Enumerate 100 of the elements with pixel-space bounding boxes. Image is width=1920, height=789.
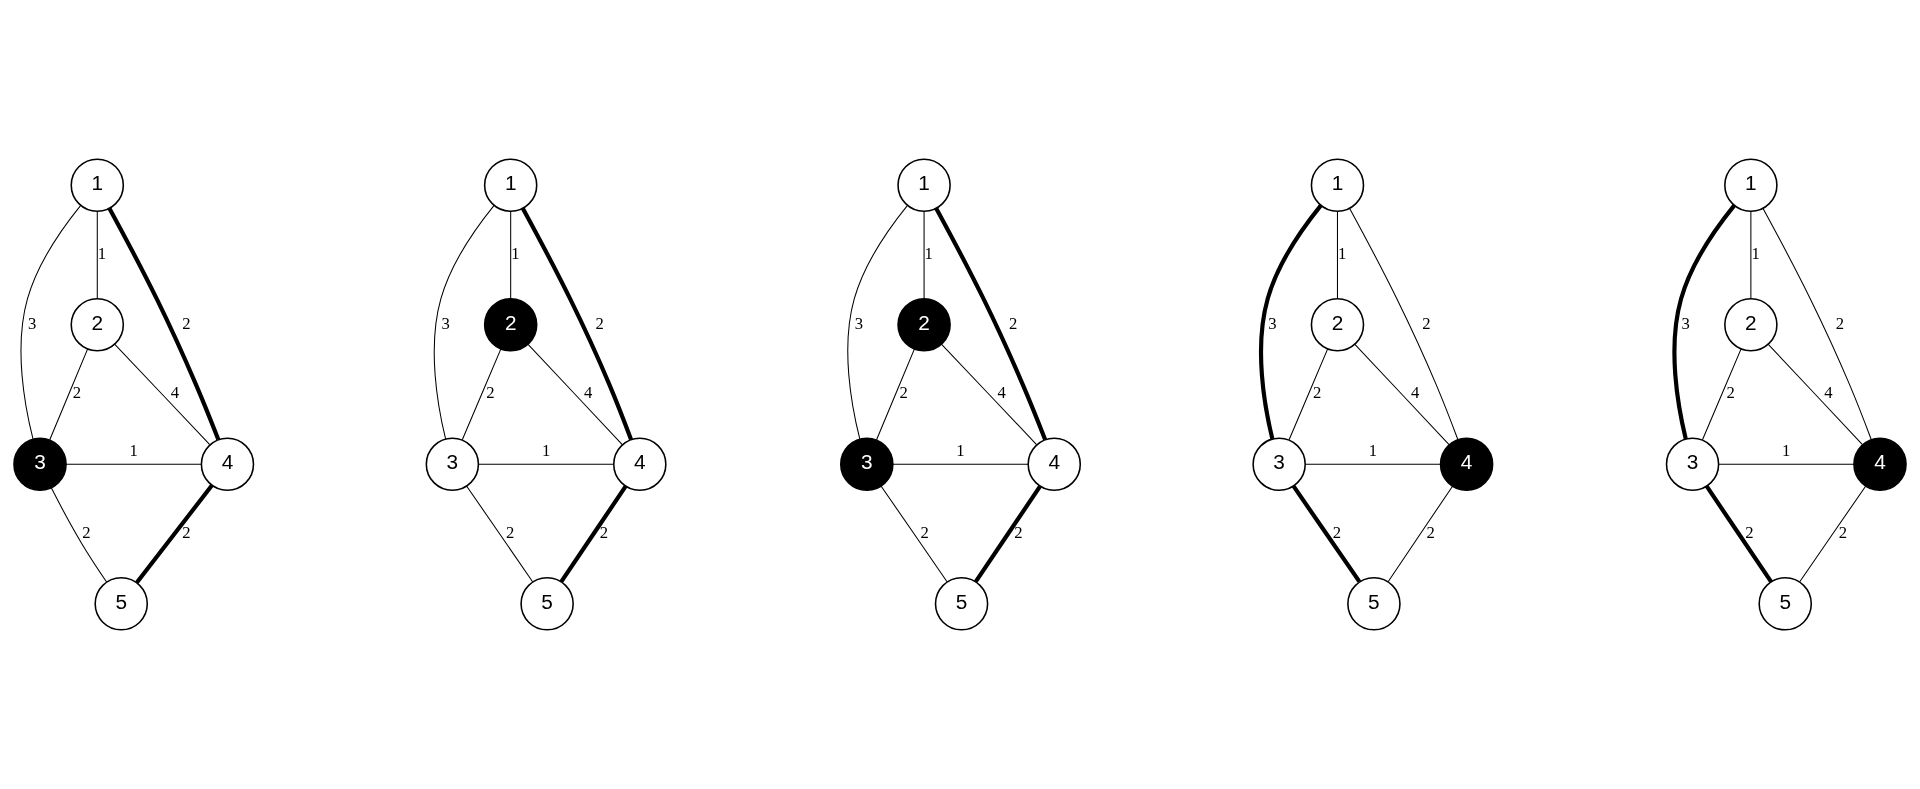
node-circle: 4 xyxy=(1027,437,1082,492)
edge-label: 2 xyxy=(899,383,908,403)
edge-label: 2 xyxy=(599,522,609,542)
connector xyxy=(1288,348,1329,441)
edge-label: 4 xyxy=(1824,383,1833,403)
connector xyxy=(1762,207,1872,440)
connector xyxy=(527,343,623,446)
connector xyxy=(1258,204,1323,440)
edge-label: 2 xyxy=(72,383,82,403)
connector xyxy=(1387,485,1454,583)
connector xyxy=(847,204,909,440)
edge-label: 2 xyxy=(82,522,91,542)
node-circle: 3 xyxy=(13,437,67,492)
node-circle: 5 xyxy=(1758,577,1813,631)
node-circle: 1 xyxy=(897,158,951,212)
edge-label: 4 xyxy=(584,383,593,403)
edge-label: 1 xyxy=(1337,243,1347,263)
edge-label: 1 xyxy=(97,243,107,263)
edge-label: 2 xyxy=(505,522,515,542)
edge-label: 3 xyxy=(28,313,37,333)
connector xyxy=(1702,348,1742,441)
edge-label: 2 xyxy=(1008,313,1018,333)
node-circle: 5 xyxy=(94,577,149,631)
connector xyxy=(1704,485,1773,583)
edge-label: 3 xyxy=(1268,313,1277,333)
connector xyxy=(135,484,214,585)
connector xyxy=(20,204,82,440)
node-circle: 1 xyxy=(1724,158,1778,212)
connector xyxy=(974,485,1042,583)
connector xyxy=(1349,207,1459,440)
connector xyxy=(1304,463,1441,465)
node-circle: 2 xyxy=(897,297,951,352)
edge-label: 2 xyxy=(1726,383,1735,403)
edge-label: 2 xyxy=(1745,522,1754,542)
node-circle: 2 xyxy=(1724,297,1778,352)
connector xyxy=(1718,463,1855,465)
edge-label: 2 xyxy=(920,522,929,542)
edge-label: 1 xyxy=(511,243,520,263)
edge-label: 2 xyxy=(486,383,495,403)
connector xyxy=(466,485,534,583)
edge-label: 3 xyxy=(854,313,864,333)
node-circle: 5 xyxy=(934,577,989,631)
connector xyxy=(892,463,1029,465)
node-circle: 1 xyxy=(483,158,538,212)
connector xyxy=(461,348,502,441)
connector xyxy=(50,487,108,583)
edge-label: 1 xyxy=(1782,440,1791,460)
connector xyxy=(934,207,1048,441)
edge-label: 1 xyxy=(1751,243,1760,263)
edge-label: 2 xyxy=(182,522,191,542)
connector xyxy=(49,348,89,441)
node-circle: 1 xyxy=(1310,158,1365,212)
connector xyxy=(1799,485,1867,583)
edge-label: 2 xyxy=(1422,313,1431,333)
edge-label: 1 xyxy=(541,440,551,460)
edge-label: 1 xyxy=(1368,440,1378,460)
connector xyxy=(880,485,948,583)
edge-label: 4 xyxy=(997,383,1006,403)
connector xyxy=(923,210,925,300)
connector xyxy=(510,210,512,300)
connector xyxy=(433,204,495,440)
connector xyxy=(1354,343,1450,446)
connector xyxy=(1291,485,1362,583)
edge-label: 2 xyxy=(1426,522,1435,542)
node-circle: 2 xyxy=(70,297,125,352)
edge-label: 1 xyxy=(924,243,933,263)
node-circle: 3 xyxy=(1665,437,1720,492)
node-circle: 1 xyxy=(70,158,125,212)
edge-label: 2 xyxy=(1332,522,1342,542)
node-circle: 4 xyxy=(1853,437,1907,492)
node-circle: 3 xyxy=(425,437,480,492)
node-circle: 4 xyxy=(1439,437,1494,492)
edge-label: 3 xyxy=(441,313,450,333)
node-circle: 5 xyxy=(1347,577,1401,631)
edge-label: 4 xyxy=(1410,383,1420,403)
edge-label: 2 xyxy=(595,313,604,333)
edge-label: 3 xyxy=(1681,313,1690,333)
edge-label: 1 xyxy=(956,440,965,460)
node-circle: 5 xyxy=(520,577,574,631)
edge-label: 2 xyxy=(1838,522,1848,542)
connector xyxy=(521,207,633,441)
node-circle: 4 xyxy=(613,437,667,492)
edge-label: 2 xyxy=(1014,522,1023,542)
connector xyxy=(107,207,221,441)
node-circle: 3 xyxy=(1252,437,1306,492)
edge-label: 2 xyxy=(1835,313,1845,333)
connector xyxy=(559,485,628,583)
edge-label: 1 xyxy=(129,440,138,460)
edge-label: 2 xyxy=(1313,383,1322,403)
connector xyxy=(1336,210,1338,300)
connector xyxy=(1767,343,1863,446)
connector xyxy=(1750,210,1752,300)
edge-label: 4 xyxy=(170,383,180,403)
edge-label: 2 xyxy=(182,313,191,333)
node-circle: 2 xyxy=(483,297,538,352)
connector xyxy=(65,463,202,465)
node-circle: 2 xyxy=(1310,297,1365,352)
connector xyxy=(941,343,1038,446)
connector xyxy=(876,348,915,441)
connector xyxy=(96,210,98,300)
